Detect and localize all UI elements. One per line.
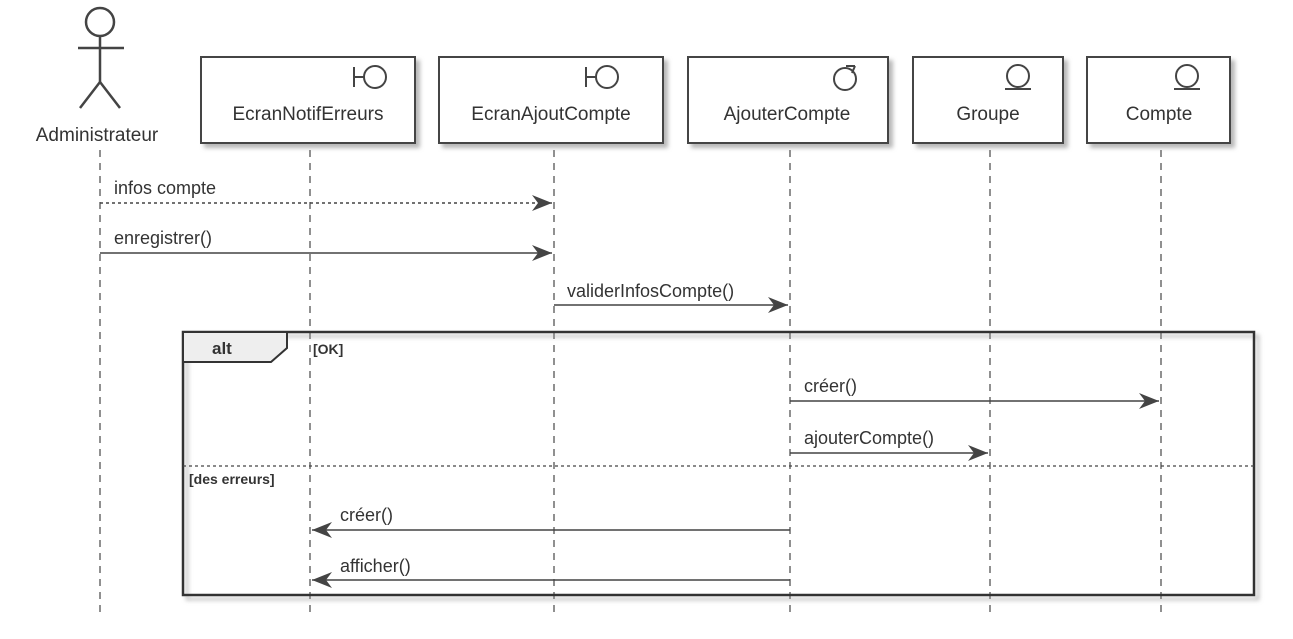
participant-label: Groupe: [956, 104, 1019, 125]
alt-fragment: alt [OK] [des erreurs]: [181, 330, 1256, 597]
participant-ecran-ajout-compte: EcranAjoutCompte: [438, 56, 664, 144]
fragment-operator-tab: [182, 331, 288, 363]
fragment-operator: alt: [212, 339, 232, 358]
boundary-icon: [353, 65, 387, 89]
message-label: validerInfosCompte(): [567, 281, 734, 301]
participant-ecran-notif-erreurs: EcranNotifErreurs: [200, 56, 416, 144]
message-label: afficher(): [340, 556, 411, 576]
message-enregistrer: enregistrer(): [100, 228, 552, 261]
message-label: créer(): [804, 376, 857, 396]
message-label: créer(): [340, 505, 393, 525]
message-afficher: afficher(): [312, 556, 790, 588]
actor-stick-figure-icon: [78, 6, 124, 109]
entity-icon: [1174, 64, 1200, 90]
fragment-guard-erreurs: [des erreurs]: [189, 471, 275, 487]
message-creer-compte: créer(): [790, 376, 1159, 409]
participant-label: EcranAjoutCompte: [471, 104, 630, 125]
actor-label: Administrateur: [36, 125, 159, 146]
lifelines: [99, 150, 1162, 615]
fragment-guard-ok: [OK]: [313, 341, 343, 357]
actor-administrateur: [78, 6, 124, 109]
message-valider-infos-compte: validerInfosCompte(): [554, 281, 788, 313]
participant-ajouter-compte: AjouterCompte: [687, 56, 889, 144]
participant-compte: Compte: [1086, 56, 1231, 144]
message-infos-compte: infos compte: [100, 178, 552, 211]
message-label: infos compte: [114, 178, 216, 198]
entity-icon: [1005, 64, 1031, 90]
control-icon: [833, 65, 857, 91]
message-label: ajouterCompte(): [804, 428, 934, 448]
message-ajouter-compte: ajouterCompte(): [790, 428, 988, 461]
participant-groupe: Groupe: [912, 56, 1064, 144]
message-label: enregistrer(): [114, 228, 212, 248]
participant-label: AjouterCompte: [724, 104, 851, 125]
boundary-icon: [585, 65, 619, 89]
participant-label: EcranNotifErreurs: [233, 104, 384, 125]
message-creer-erreurs: créer(): [312, 505, 790, 538]
participant-label: Compte: [1126, 104, 1193, 125]
